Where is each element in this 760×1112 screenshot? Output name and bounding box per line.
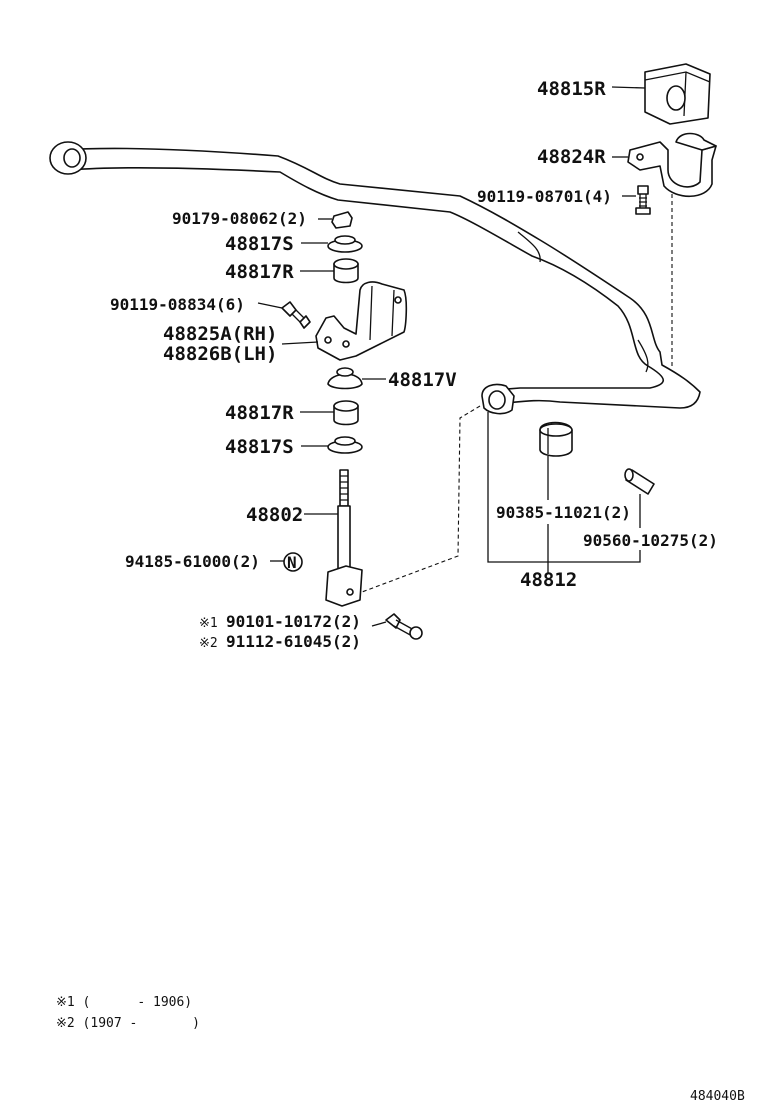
- note-2: ※2 (1907 - ): [56, 1016, 200, 1031]
- label-90119-08834: 90119-08834(6): [110, 295, 245, 314]
- label-90119-08701: 90119-08701(4): [477, 187, 612, 206]
- label-90179-08062: 90179-08062(2): [172, 209, 307, 228]
- label-48817S-top: 48817S: [225, 233, 294, 255]
- label-90560-10275: 90560-10275(2): [583, 531, 718, 550]
- nut-94185-61000: N: [270, 552, 303, 572]
- bushing-90385-11021: [539, 421, 573, 500]
- cushion-48817R-top: [300, 258, 359, 284]
- label-94185-61000: 94185-61000(2): [125, 552, 260, 571]
- note-1: ※1 ( - 1906): [56, 995, 192, 1010]
- label-48817R-bottom: 48817R: [225, 402, 294, 424]
- collar-90560-10275: [624, 468, 655, 528]
- label-48817S-bottom: 48817S: [225, 436, 294, 458]
- label-48812: 48812: [520, 569, 577, 591]
- mark-2: ※2: [199, 636, 218, 651]
- label-48817R-top: 48817R: [225, 261, 294, 283]
- label-91112-61045: 91112-61045(2): [226, 632, 361, 651]
- bracket-48825A-48826B: [281, 281, 408, 361]
- label-90385-11021: 90385-11021(2): [496, 503, 631, 522]
- label-48824R: 48824R: [537, 146, 606, 168]
- nut-90179-08062: [318, 211, 353, 229]
- figure-id: 484040B: [690, 1089, 745, 1104]
- nut-symbol-label: N: [287, 553, 297, 572]
- bracket-48824R: [612, 132, 717, 197]
- label-90101-10172: 90101-10172(2): [226, 612, 361, 631]
- label-48826B: 48826B(LH): [163, 343, 277, 365]
- mark-1: ※1: [199, 616, 218, 631]
- bolt-90119-08834: [257, 301, 311, 329]
- washer-48817S-top: [301, 235, 363, 253]
- group-line-48812: [487, 412, 641, 563]
- link-48802: [304, 469, 363, 607]
- bolt-90119-08701: [622, 185, 651, 215]
- cushion-48817V: [327, 367, 386, 390]
- bushing-48815R: [611, 63, 711, 125]
- label-48802: 48802: [246, 504, 303, 526]
- label-48817V: 48817V: [388, 369, 457, 391]
- label-48825A: 48825A(RH): [163, 323, 277, 345]
- label-48815R: 48815R: [537, 78, 606, 100]
- stabilizer-bar: [49, 141, 701, 415]
- bolt-90101-91112: [371, 613, 423, 640]
- washer-48817S-bottom: [301, 436, 363, 454]
- assembly-line-left: [361, 405, 481, 593]
- cushion-48817R-bottom: [300, 400, 359, 426]
